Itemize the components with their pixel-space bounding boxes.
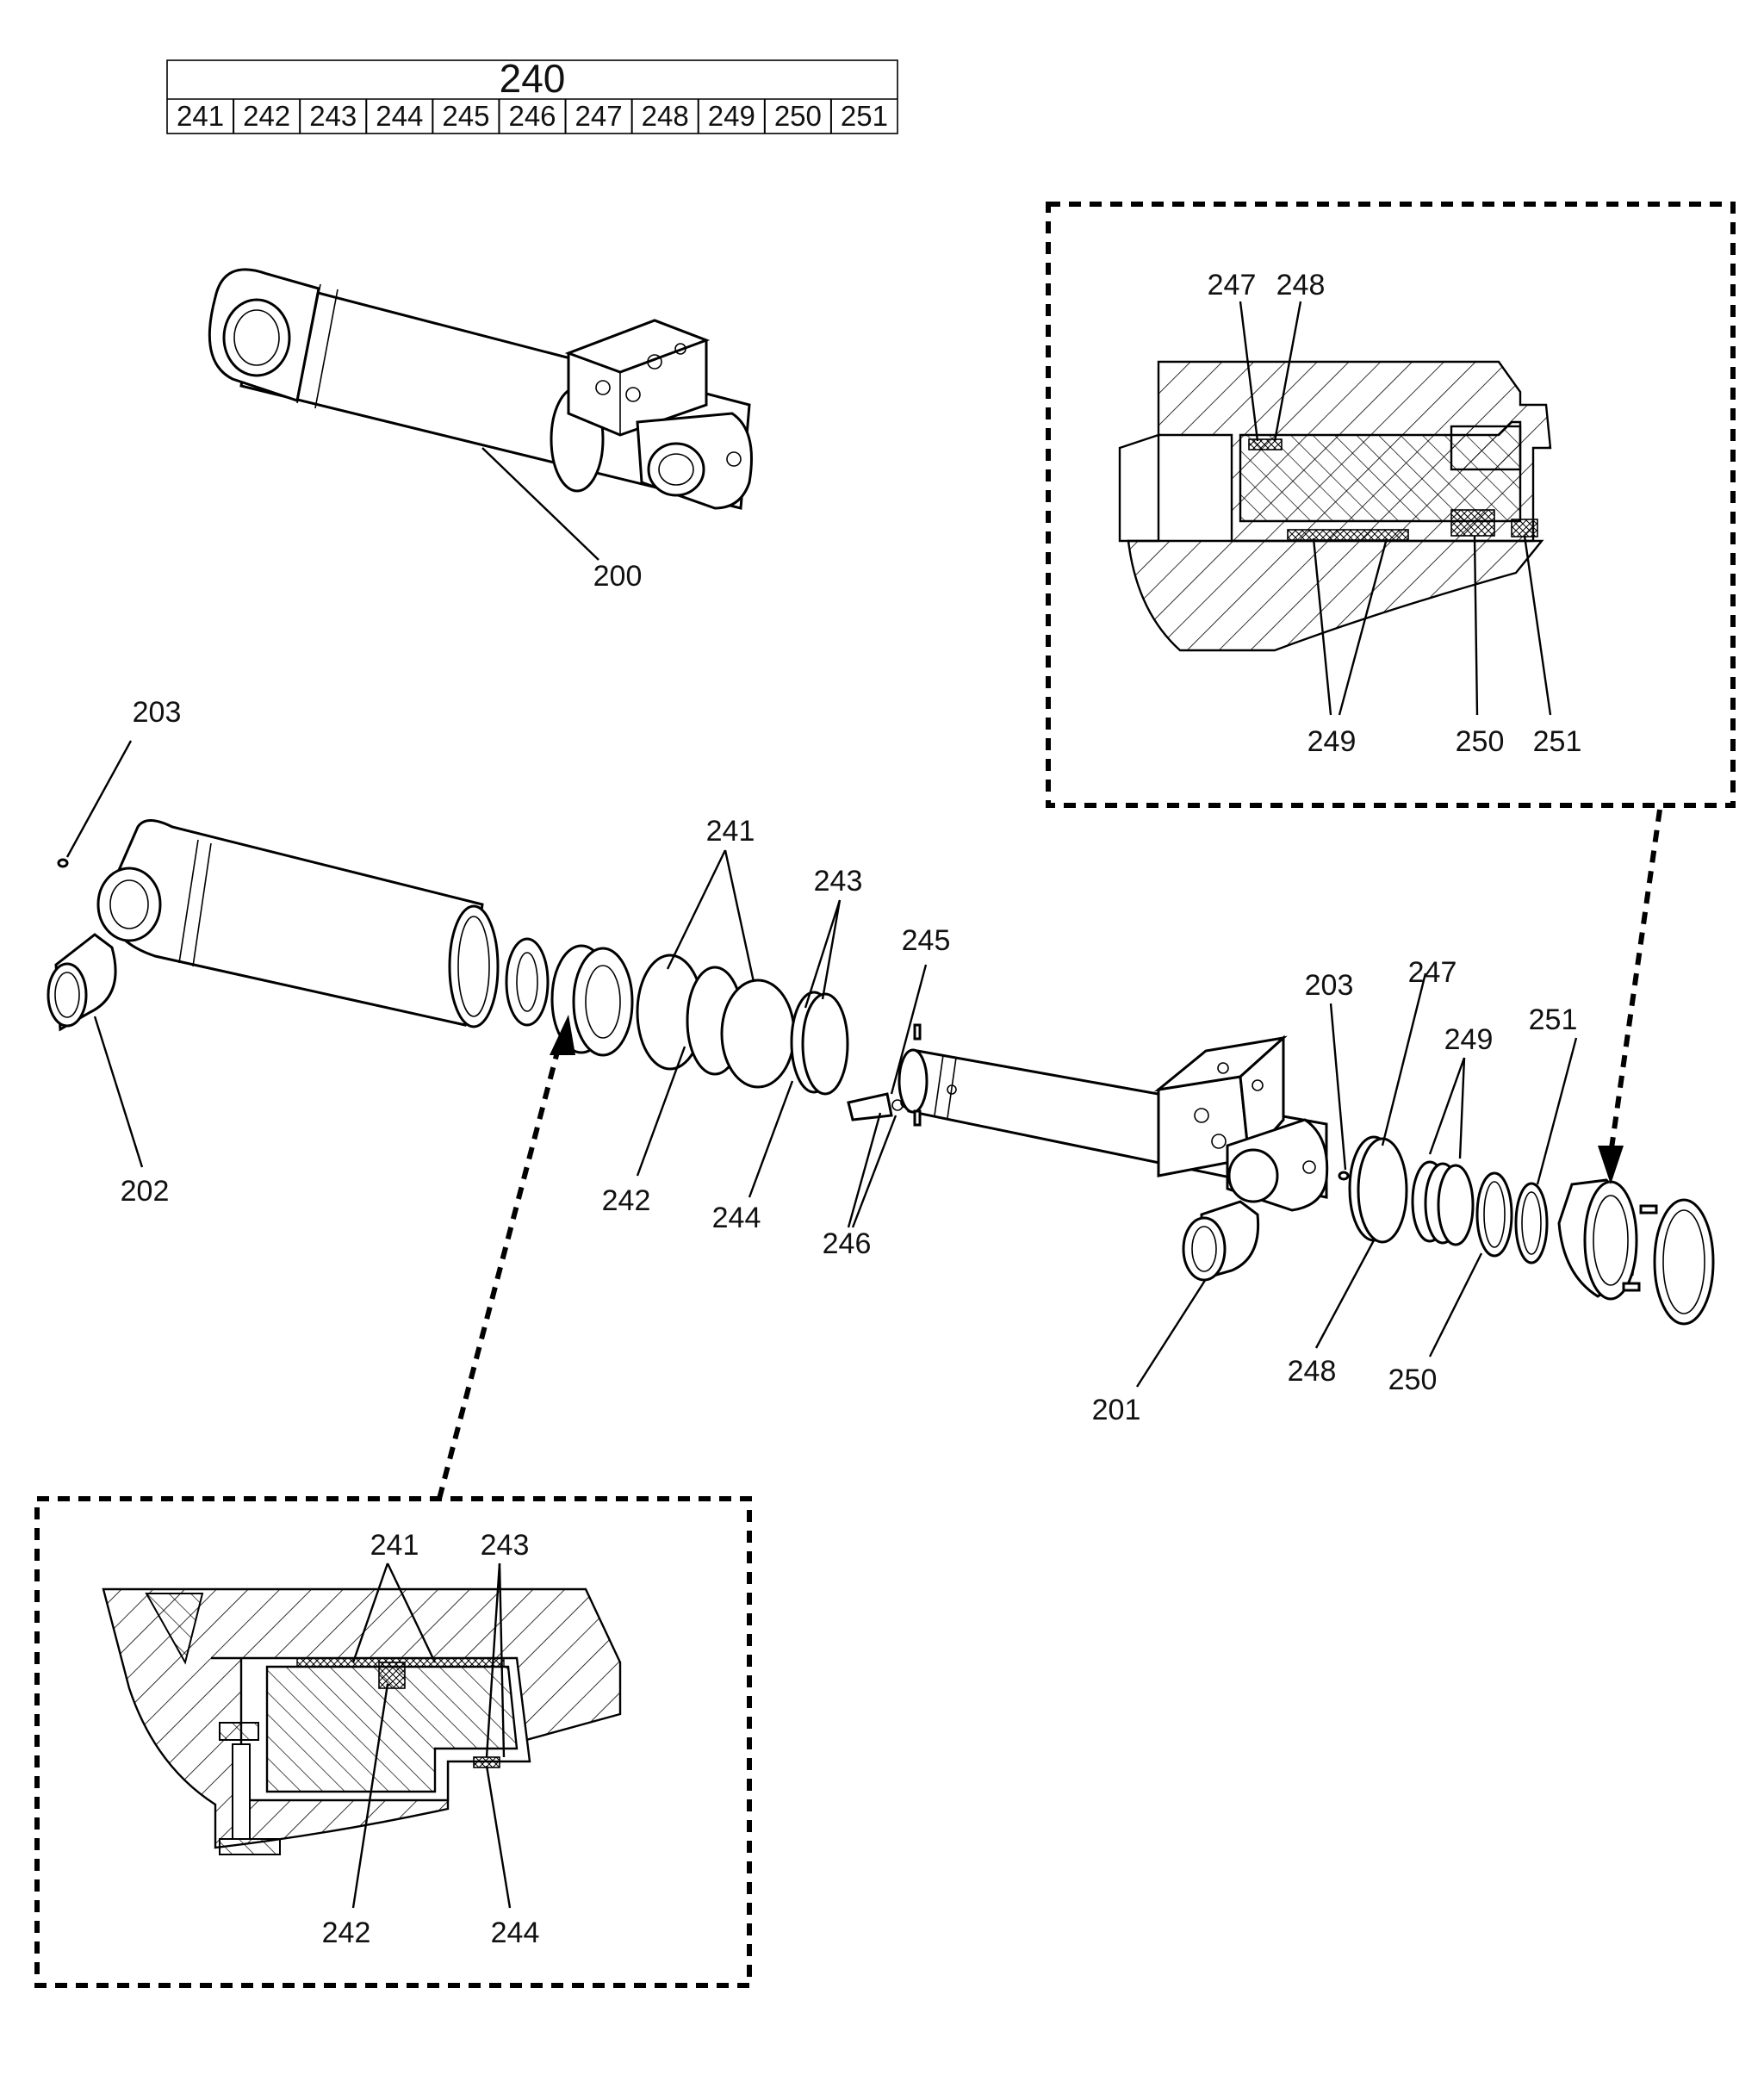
leaders-piston: 241 242 243 244 245 246 [602,815,951,1260]
kit-table-cell: 244 [376,100,423,132]
detail-label-248: 248 [1276,269,1326,301]
kit-table-cell: 243 [309,100,357,132]
detail-label-247: 247 [1208,269,1257,301]
kit-table-title: 240 [500,56,566,101]
label-241: 241 [706,815,755,848]
detail-label-242: 242 [322,1917,371,1949]
kit-table-cell: 249 [708,100,755,132]
callout-arrow-bottom-left [437,1041,562,1500]
label-251: 251 [1529,1003,1578,1036]
gland-group: 203 247 248 249 250 251 [1288,956,1715,1396]
label-202: 202 [121,1175,170,1208]
assembled-cylinder: 200 [208,268,753,593]
kit-table-cell: 245 [442,100,489,132]
callout-arrowhead-bottom-left [550,1015,575,1055]
kit-table-cell: 242 [243,100,290,132]
detail-label-250: 250 [1456,725,1505,758]
bushing-202: 202 [47,933,170,1208]
label-245: 245 [902,924,951,957]
kit-table: 240 241 242 243 244 245 246 247 248 249 250 251 [166,56,898,134]
kit-table-cell: 246 [508,100,556,132]
cylinder-barrel [96,819,500,1028]
label-203-left: 203 [133,696,182,729]
detail-label-244: 244 [491,1917,540,1949]
kit-table-cell: 241 [177,100,224,132]
detail-label-251: 251 [1533,725,1582,758]
kit-table-cell: 247 [575,100,623,132]
bushing-201: 201 [1092,1200,1260,1426]
label-248: 248 [1288,1355,1337,1388]
label-247: 247 [1408,956,1457,989]
detail-label-241: 241 [370,1529,419,1562]
piston-rod-assembly [898,1023,1329,1212]
callout-arrow-top-right [1608,809,1662,1155]
detail-label-243: 243 [481,1529,530,1562]
kit-table-cell: 248 [642,100,689,132]
detail-box-top-right: 247 248 249 250 251 [1046,202,1736,808]
label-203-right: 203 [1305,969,1354,1002]
label-201: 201 [1092,1394,1141,1426]
label-246: 246 [823,1227,872,1260]
kit-table-cell: 250 [774,100,822,132]
label-244: 244 [712,1202,761,1234]
label-250: 250 [1388,1364,1438,1396]
piston-group [505,937,912,1121]
detail-box-bottom-left: 241 243 242 244 [34,1496,752,1988]
kit-table-cell: 251 [841,100,888,132]
label-243: 243 [814,865,863,898]
detail-label-249: 249 [1307,725,1357,758]
label-200: 200 [593,560,643,593]
label-249: 249 [1444,1023,1494,1056]
small-pin-203-left: 203 [57,696,182,868]
callout-arrowhead-top-right [1598,1146,1624,1184]
label-242: 242 [602,1184,651,1217]
